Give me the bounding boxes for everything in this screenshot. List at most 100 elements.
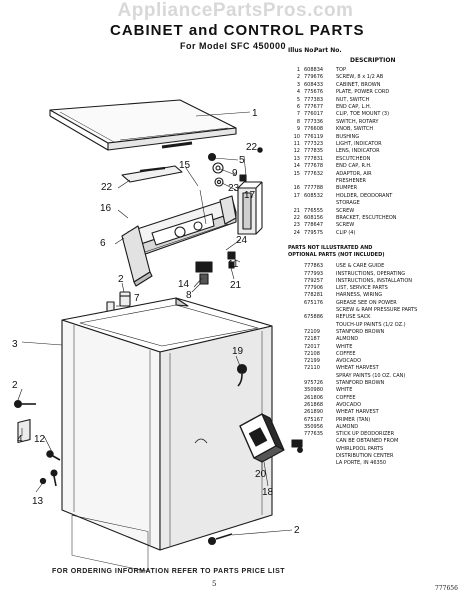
part-number: 775676 [304,89,324,96]
optional-part-number: 779257 [304,277,324,284]
optional-part-description: SPRAY PAINTS (10 OZ. CAN) [336,372,406,379]
part-description: BRACKET, ESCUTCHEON [336,215,397,221]
callout-22-top: 22 [246,142,258,153]
callout-3: 3 [12,339,18,350]
optional-part-description: STICK UP DEODORIZER [336,431,395,438]
end-cap-left [121,225,153,287]
part-number: 776608 [304,126,324,133]
optional-part-number: 675167 [304,416,324,423]
part-illus-no: 14 [293,163,300,170]
callout-numbers: 1 5 9 23 22 17 22 16 15 6 24 11 14 8 21 … [12,108,300,536]
optional-part-description: STANFORD BROWN [336,328,385,335]
part-illus-no: 22 [293,215,300,221]
cabinet-body [61,297,273,572]
part-description: NUT, SWITCH [336,96,370,103]
optional-part-description: INSTRUCTIONS, INSTALLATION [336,277,413,284]
optional-part-description: USE & CARE GUIDE [336,263,385,270]
part-description: BUSHING [336,133,360,140]
optional-part-number: 72110 [304,365,320,372]
part-number: 608433 [304,81,324,88]
callout-17: 17 [244,190,256,201]
part-illus-no: 4 [296,89,300,96]
optional-part-description: HARNESS, WIRING [336,292,383,299]
page-title: CABINET and CONTROL PARTS [110,22,365,39]
part-description: HOLDER, DEODORANT [336,192,393,199]
part-number: 777678 [304,163,324,170]
part-description: CLIP, TOE MOUNT (3) [336,111,390,118]
figure-code: 777656 [435,585,458,592]
optional-part-number: 675176 [304,299,324,306]
part-number: 777323 [304,141,324,147]
optional-part-description: TOUCH-UP PAINTS (1/2 OZ.) [336,321,406,328]
callout-5: 5 [239,155,245,166]
part-number: 777383 [304,96,324,103]
optional-part-description: PRIMER (TAN) [336,416,371,423]
optional-part-number: 261890 [304,409,324,416]
part-illus-no: 16 [293,185,300,192]
optional-part-description: INSTRUCTIONS, OPERATING [336,270,406,277]
callout-14: 14 [178,279,190,290]
part-illus-no: 12 [293,148,300,155]
callout-19: 19 [232,346,244,357]
part-description: CABINET, BROWN [336,81,381,88]
optional-part-number: 72017 [304,343,320,350]
optional-part-number: 261868 [304,401,324,408]
part-number: 778647 [304,222,324,229]
page-number: 5 [212,580,217,588]
part-description: LENS, INDICATOR [336,148,380,155]
ordering-note: FOR ORDERING INFORMATION REFER TO PARTS … [52,568,286,575]
callout-16: 16 [100,203,112,214]
optional-part-description: WHIRLPOOL PARTS [336,445,384,452]
optional-part-number: 72109 [304,328,320,335]
part-description: BUMPER [336,185,358,192]
optional-part-number: 350980 [304,387,324,394]
part-number: 776119 [304,133,324,140]
optional-part-description: WHEAT HARVEST [336,365,379,372]
part-description: TOP [336,67,347,73]
part-number: 777632 [304,170,324,177]
deodorant-holder [237,181,263,235]
escutcheon-bracket [121,165,183,183]
part-illus-no: 2 [296,74,300,81]
watermark: AppliancePartsPros.com [117,0,354,21]
part-description: FRESHENER [336,178,366,184]
callout-21: 21 [230,280,242,291]
optional-part-description: CAN BE OBTAINED FROM [336,438,399,445]
optional-part-number: 777906 [304,285,324,292]
callout-6: 6 [100,238,106,249]
callout-18: 18 [262,487,274,498]
part-number: 776017 [304,111,324,118]
control-escutcheon [127,197,237,259]
optional-part-description: STANFORD BROWN [336,380,385,386]
callout-23: 23 [228,183,240,194]
optional-part-description: LIST, SERVICE PARTS [336,285,388,292]
part-description: ADAPTOR, AIR [336,170,372,177]
part-number: 777831 [304,155,324,162]
optional-part-number: 261806 [304,394,324,401]
optional-part-description: AVOCADO [336,358,362,365]
callout-20: 20 [255,469,267,480]
callout-22-left: 22 [101,182,113,193]
optional-part-description: LA PORTE, IN 46350 [336,460,387,467]
part-illus-no: 3 [296,81,300,88]
part-description: SCREW [336,222,355,229]
header-illus: Illus No. [288,47,316,54]
callout-4: 4 [17,434,23,445]
optional-part-description: AVOCADO [336,401,362,408]
optional-part-description: WHITE [336,343,353,350]
part-number: 777336 [304,118,324,125]
part-illus-no: 13 [293,155,300,162]
callout-13: 13 [32,496,44,507]
callout-2-bottom: 2 [294,525,300,536]
optional-part-description: GREASE SEE ON POWER [336,299,397,306]
end-cap-right [219,195,237,225]
part-number: 777835 [304,148,324,155]
optional-part-description: ALMOND [336,336,359,343]
callout-9: 9 [232,168,238,179]
optional-part-description: COFFEE [336,350,356,357]
callout-2-upper: 2 [118,274,124,285]
model-subtitle: For Model SFC 450000 [180,41,287,51]
callout-8: 8 [186,290,192,301]
top-panel [49,99,237,151]
